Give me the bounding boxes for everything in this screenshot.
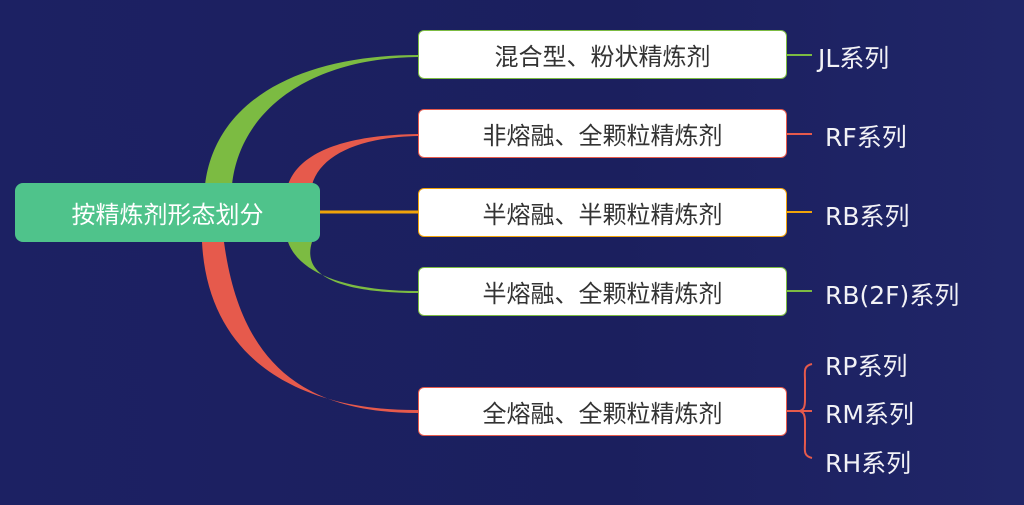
leaf-rm[interactable]: RM系列 — [825, 400, 914, 429]
leaf-rh[interactable]: RH系列 — [825, 449, 912, 478]
branch-link-1 — [205, 55, 418, 185]
branch-node-5[interactable]: 全熔融、全颗粒精炼剂 — [418, 387, 787, 436]
branch-node-1[interactable]: 混合型、粉状精炼剂 — [418, 30, 787, 79]
branch-label: 半熔融、全颗粒精炼剂 — [482, 280, 723, 308]
branch-node-4[interactable]: 半熔融、全颗粒精炼剂 — [418, 267, 787, 316]
branch-label: 混合型、粉状精炼剂 — [494, 43, 711, 71]
branch-link-5 — [202, 242, 418, 413]
branch-node-2[interactable]: 非熔融、全颗粒精炼剂 — [418, 109, 787, 158]
leaf-rp[interactable]: RP系列 — [825, 352, 908, 381]
root-node[interactable]: 按精炼剂形态划分 — [15, 183, 320, 242]
branch-node-3[interactable]: 半熔融、半颗粒精炼剂 — [418, 188, 787, 237]
leaf-jl[interactable]: JL系列 — [818, 44, 890, 73]
branch-link-2 — [288, 134, 418, 185]
branch-label: 全熔融、全颗粒精炼剂 — [482, 400, 723, 428]
leaf-rf[interactable]: RF系列 — [825, 123, 907, 152]
leaf-brace-5 — [787, 363, 813, 459]
branch-link-4 — [288, 242, 418, 293]
branch-label: 半熔融、半颗粒精炼剂 — [482, 201, 723, 229]
leaf-rb2f[interactable]: RB(2F)系列 — [825, 281, 960, 310]
root-label: 按精炼剂形态划分 — [71, 201, 264, 229]
branch-label: 非熔融、全颗粒精炼剂 — [482, 122, 723, 150]
leaf-rb[interactable]: RB系列 — [825, 202, 910, 231]
